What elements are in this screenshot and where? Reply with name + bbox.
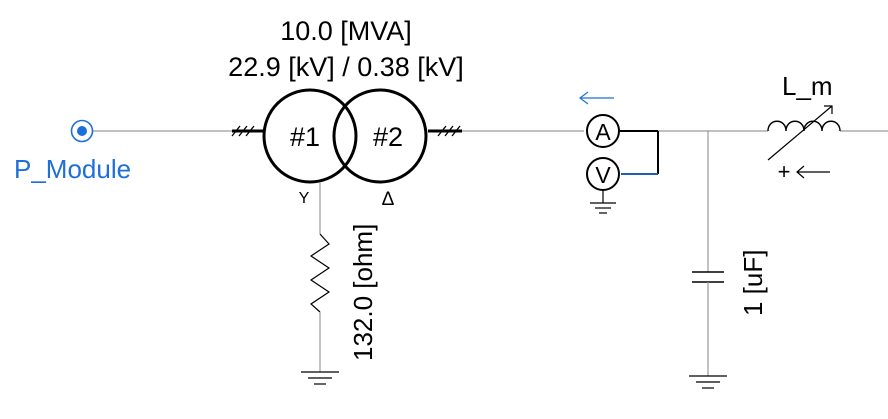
two-winding-transformer-icon[interactable] <box>231 88 462 184</box>
ground-icon <box>301 371 339 385</box>
capacitor-label: 1 [uF] <box>738 250 768 316</box>
capacitor-icon[interactable] <box>692 271 724 283</box>
port-label: P_Module <box>14 154 131 184</box>
voltmeter-label: V <box>595 162 611 188</box>
resistor-label: 132.0 [ohm] <box>348 224 378 361</box>
ground-icon <box>689 375 727 389</box>
flow-direction-arrow-icon <box>796 165 830 179</box>
inductor-label: L_m <box>782 71 833 101</box>
current-direction-arrow-icon <box>579 91 614 105</box>
transformer-rating: 10.0 [MVA] <box>280 16 412 46</box>
transformer-voltage-ratio: 22.9 [kV] / 0.38 [kV] <box>228 52 464 82</box>
wye-symbol: Y <box>299 190 310 207</box>
winding-2-label: #2 <box>373 122 403 152</box>
resistor-icon[interactable] <box>309 233 331 313</box>
delta-symbol: Δ <box>382 189 395 210</box>
port-node-icon[interactable] <box>70 119 94 143</box>
winding-1-label: #1 <box>290 122 320 152</box>
variable-inductor-icon[interactable] <box>767 105 841 161</box>
ammeter-label: A <box>595 119 611 145</box>
ground-icon <box>590 202 616 214</box>
plus-sign: + <box>778 159 791 184</box>
